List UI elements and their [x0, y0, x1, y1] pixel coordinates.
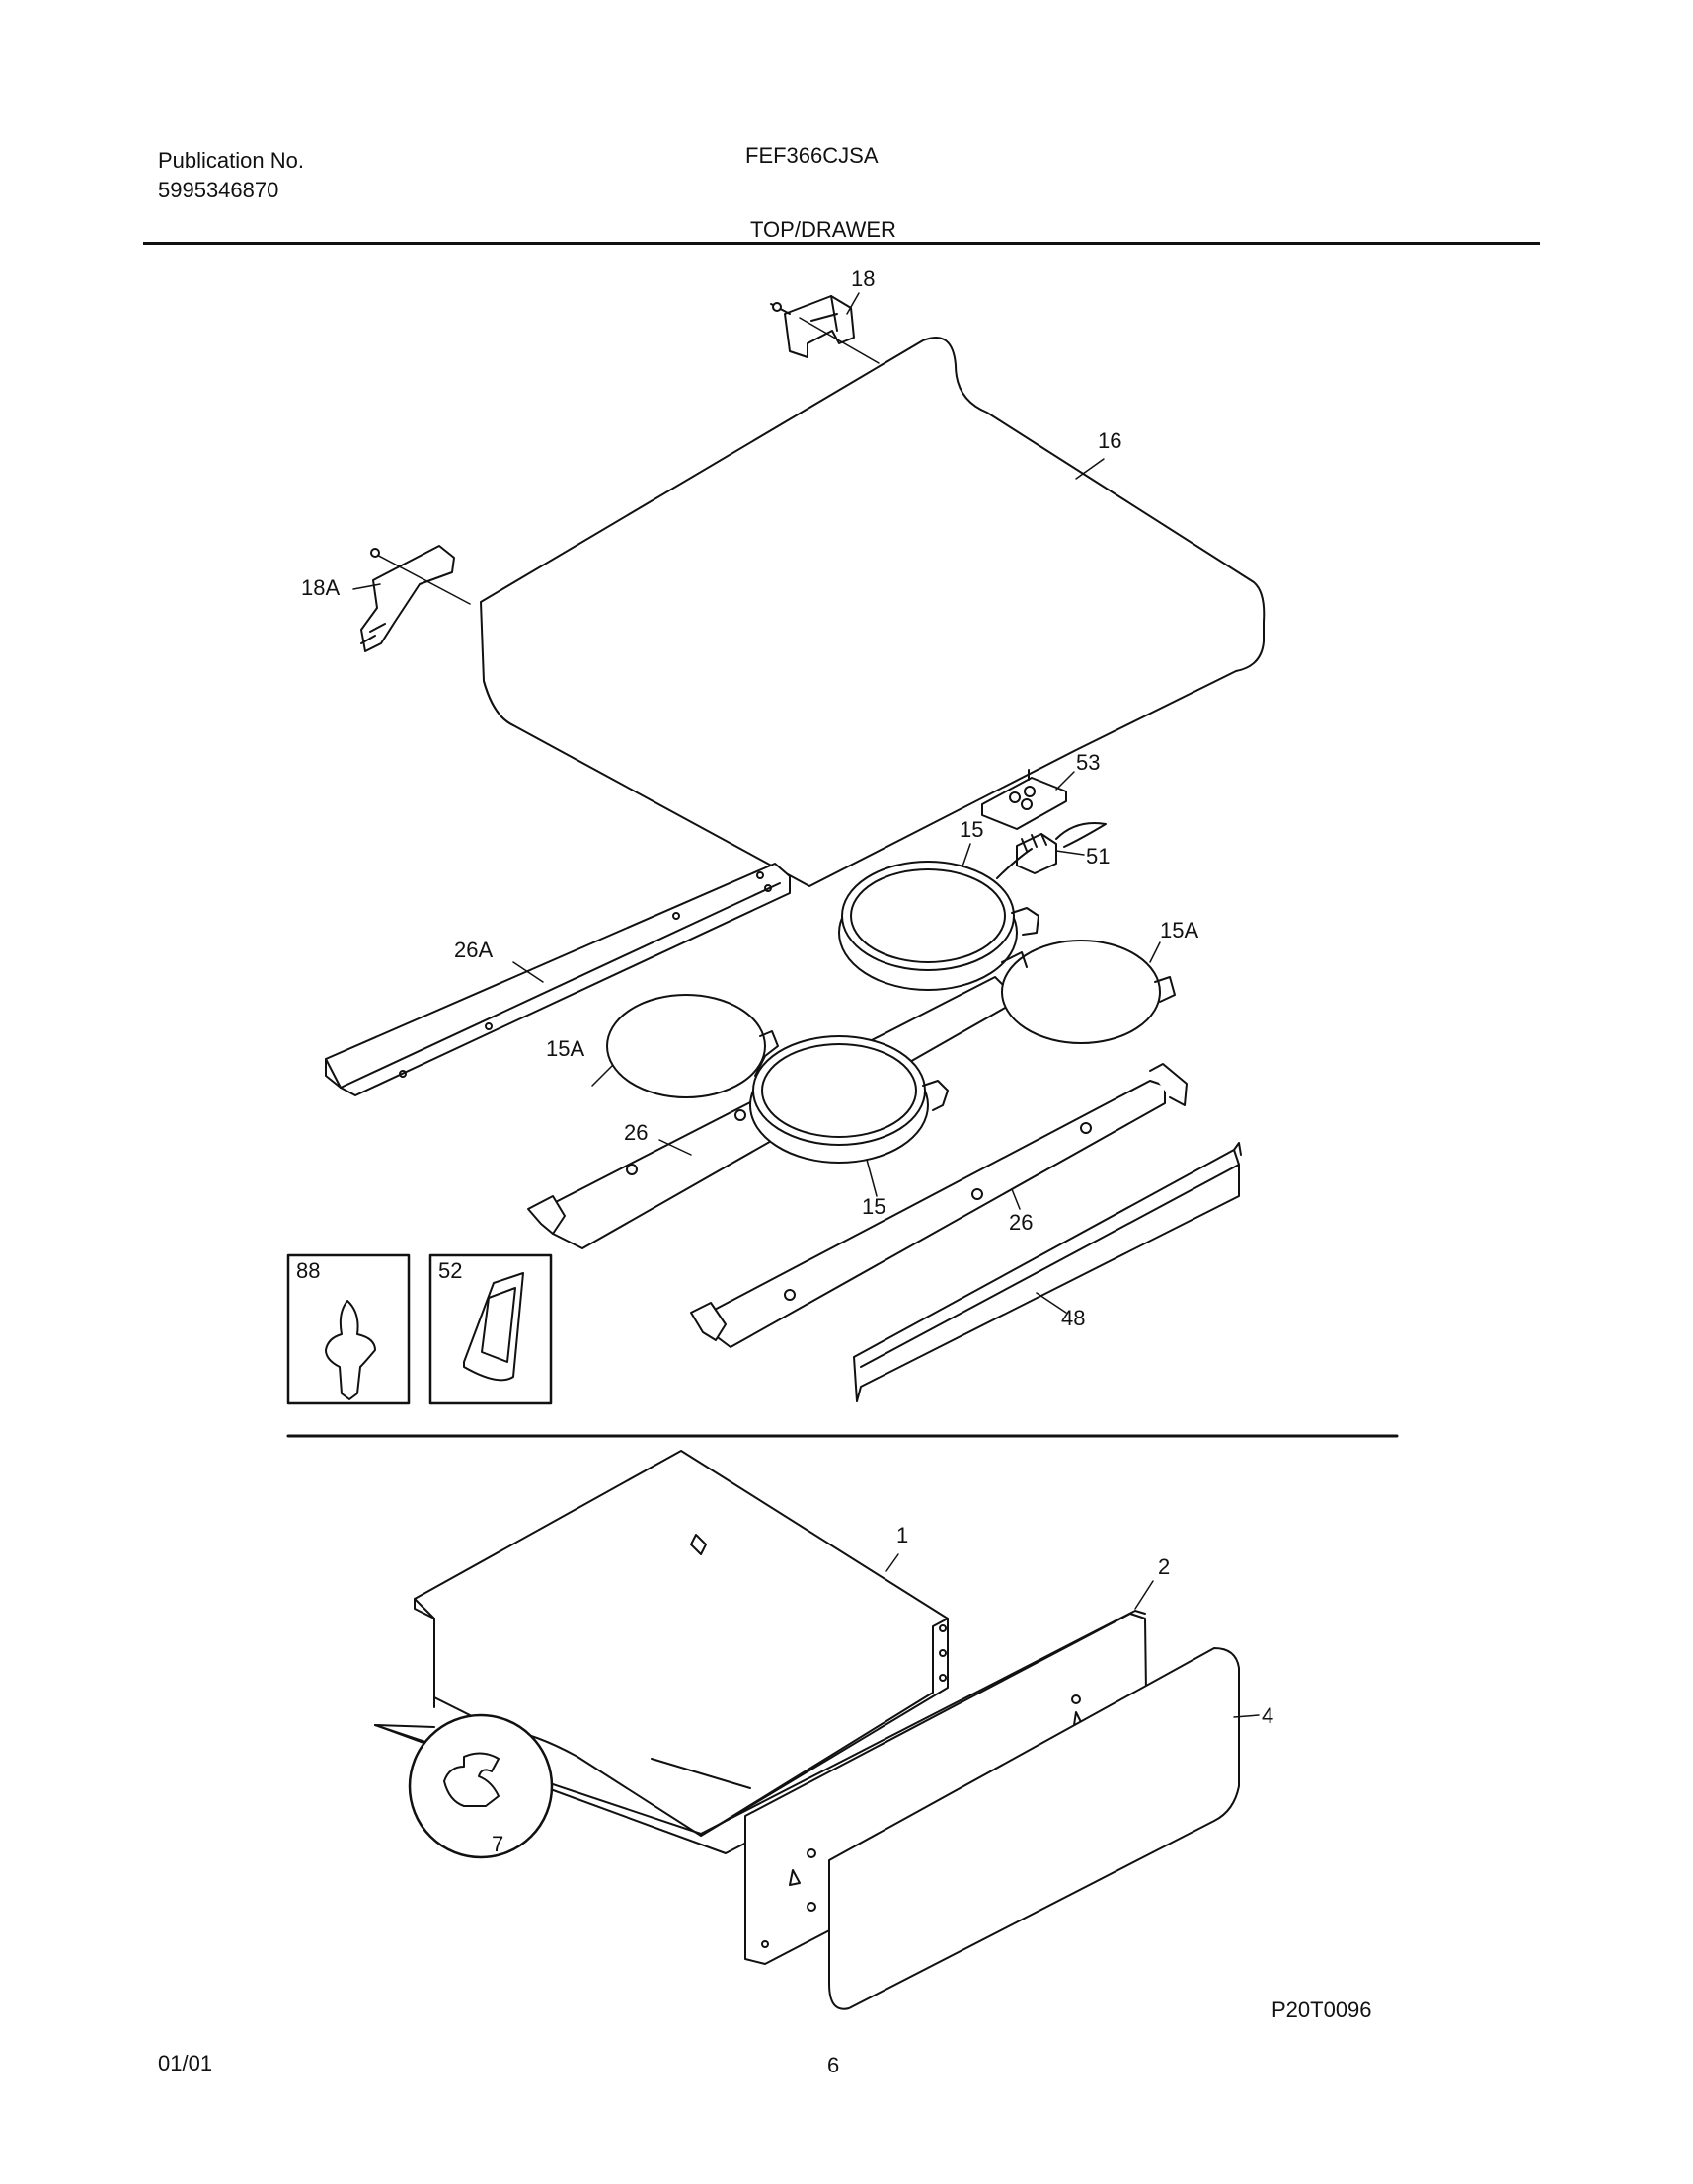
page-number: 6 — [827, 2053, 840, 2077]
callout-26-left: 26 — [624, 1120, 649, 1145]
callout-26a: 26A — [454, 938, 494, 962]
callout-18: 18 — [851, 266, 876, 291]
element-15a-right — [1001, 940, 1176, 1044]
header-rule — [143, 242, 1540, 245]
callout-26-right: 26 — [1009, 1210, 1034, 1235]
front-rail-26a — [325, 863, 791, 1096]
callout-1: 1 — [896, 1523, 909, 1547]
callout-52: 52 — [438, 1258, 463, 1283]
terminal-cover — [981, 769, 1067, 830]
callout-48: 48 — [1061, 1306, 1086, 1330]
callout-7: 7 — [492, 1832, 504, 1856]
bracket-18a — [360, 545, 471, 652]
inset-88 — [286, 1253, 411, 1405]
model-number: FEF366CJSA — [745, 143, 879, 168]
callout-51: 51 — [1086, 844, 1111, 868]
support-rail-26-right — [690, 1063, 1188, 1348]
callout-18a: 18A — [301, 575, 341, 600]
publication-label: Publication No. — [158, 148, 304, 173]
callout-15a-right: 15A — [1160, 918, 1199, 942]
glide-inset — [374, 1713, 554, 1859]
section-title: TOP/DRAWER — [750, 217, 896, 242]
callout-16: 16 — [1098, 428, 1122, 453]
callout-53: 53 — [1076, 750, 1101, 775]
callout-4: 4 — [1262, 1703, 1274, 1728]
drawing-code: P20T0096 — [1271, 1997, 1372, 2022]
element-15-rear — [838, 848, 1039, 991]
callout-15-front: 15 — [862, 1194, 886, 1219]
inset-52 — [428, 1253, 553, 1405]
leader-lines — [352, 292, 1260, 1718]
drawer-outer-panel — [828, 1647, 1240, 2010]
publication-number: 5995346870 — [158, 178, 279, 202]
cooktop-panel — [480, 337, 1266, 887]
callout-15a-left: 15A — [546, 1036, 585, 1061]
callout-15-rear: 15 — [960, 817, 984, 842]
footer-date: 01/01 — [158, 2051, 213, 2075]
bracket-18 — [770, 295, 880, 364]
callout-88: 88 — [296, 1258, 321, 1283]
terminal-block — [1016, 822, 1107, 874]
element-15a-left — [606, 994, 779, 1098]
callout-2: 2 — [1158, 1554, 1171, 1579]
rear-strip-48 — [853, 1142, 1242, 1402]
element-15-front — [749, 1035, 949, 1164]
